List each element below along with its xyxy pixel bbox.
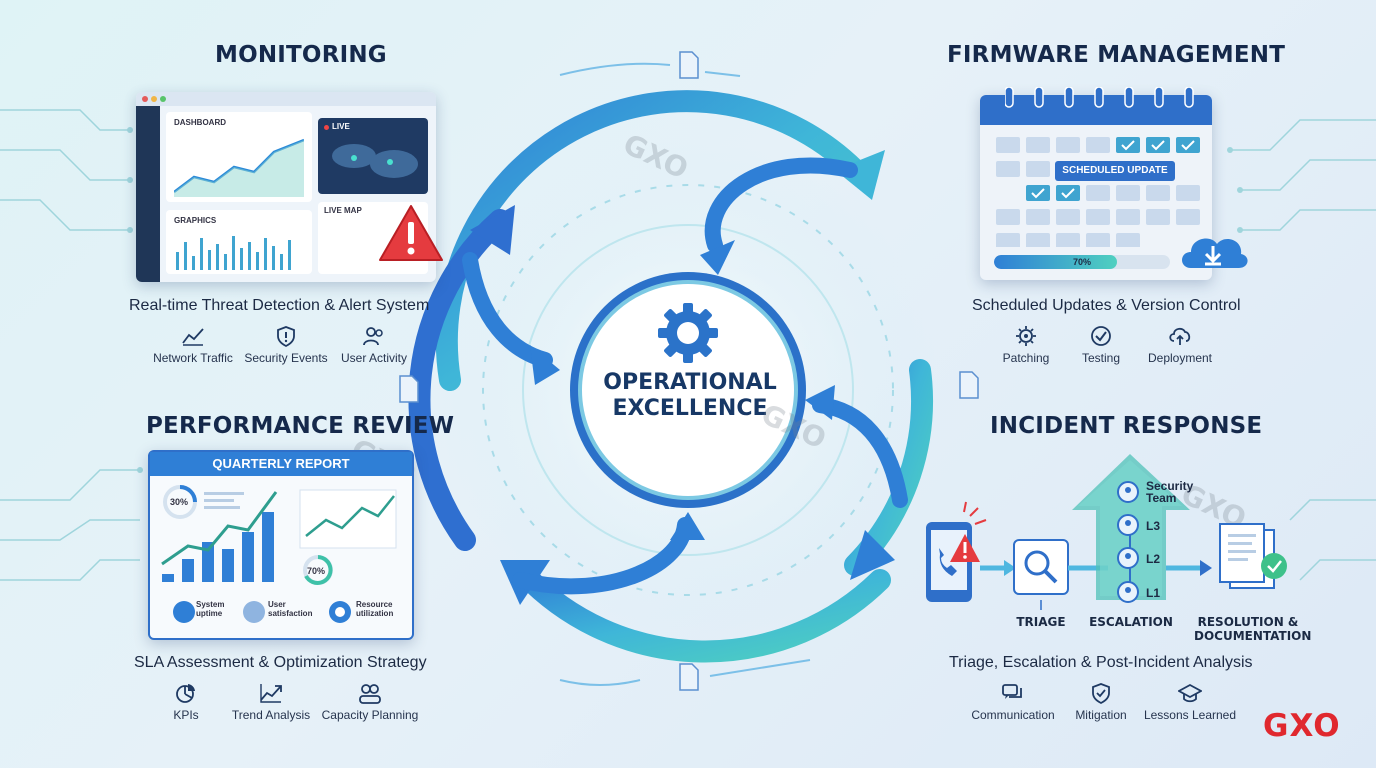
level-l2: L2: [1146, 552, 1161, 566]
arrowhead-top-left: [470, 205, 515, 255]
quarterly-report-panel: QUARTERLY REPORT 30% 70% System uptime U…: [148, 450, 414, 640]
incident-flow: [926, 454, 1287, 610]
arrowhead-top-right: [835, 150, 885, 200]
graphics-label: GRAPHICS: [174, 216, 217, 225]
pie-icon: [176, 684, 195, 703]
gear-icon: [1016, 326, 1036, 346]
chart-icon: [182, 328, 204, 346]
live-map-label: LIVE MAP: [324, 206, 362, 215]
monitoring-dashboard-panel: DASHBOARD LIVE GRAPHICS LIVE MAP: [136, 92, 436, 282]
chip-deployment: Deployment: [1125, 325, 1235, 365]
center-title: OPERATIONAL EXCELLENCE: [603, 370, 777, 421]
alert-triangle-icon: [379, 205, 443, 261]
gauge-30-label: 30%: [170, 497, 189, 507]
shield-check-icon: [1092, 683, 1110, 704]
calendar-grid: [996, 137, 1200, 247]
users-icon: [363, 327, 383, 346]
performance-subtitle: SLA Assessment & Optimization Strategy: [134, 654, 427, 671]
incident-subtitle: Triage, Escalation & Post-Incident Analy…: [949, 654, 1253, 671]
legend-system-uptime: System uptime: [196, 600, 225, 618]
monitoring-subtitle: Real-time Threat Detection & Alert Syste…: [129, 297, 430, 314]
dashed-ring: [482, 184, 894, 596]
chip-testing: Testing: [1046, 325, 1156, 365]
cloud-download-icon: [1182, 238, 1248, 268]
grad-cap-icon: [1178, 683, 1202, 703]
live-map-panel: LIVE: [318, 118, 428, 194]
arrowhead-bottom-right: [850, 530, 895, 580]
performance-title: PERFORMANCE REVIEW: [146, 413, 455, 439]
level-security-team: Security Team: [1146, 479, 1194, 505]
chip-communication: Communication: [958, 682, 1068, 722]
firmware-subtitle: Scheduled Updates & Version Control: [972, 297, 1241, 314]
chip-user-activity: User Activity: [319, 325, 429, 365]
step-triage: TRIAGE: [1016, 615, 1066, 629]
inner-ring: [522, 224, 854, 556]
scheduled-update-badge: SCHEDULED UPDATE: [1055, 161, 1175, 181]
gauge-70-label: 70%: [307, 566, 326, 576]
level-l1: L1: [1146, 586, 1161, 600]
shield-alert-icon: [277, 326, 295, 347]
calendar-rings: [1005, 87, 1194, 108]
chip-capacity-planning: Capacity Planning: [315, 682, 425, 722]
trend-icon: [260, 684, 282, 703]
step-resolution: RESOLUTION & DOCUMENTATION: [1194, 615, 1312, 643]
people-icon: [359, 684, 381, 704]
outer-arc-bottom: [514, 564, 891, 663]
calendar-panel: SCHEDULED UPDATE 70%: [980, 95, 1212, 280]
update-progress-bar: 70%: [994, 255, 1170, 269]
chat-icon: [1002, 684, 1022, 699]
gxo-logo: GXO: [1263, 708, 1341, 744]
monitoring-title: MONITORING: [215, 42, 387, 68]
chip-security-events: Security Events: [231, 325, 341, 365]
chip-patching: Patching: [971, 325, 1081, 365]
chip-lessons-learned: Lessons Learned: [1135, 682, 1245, 722]
level-l3: L3: [1146, 519, 1161, 533]
center-disc: [578, 280, 798, 500]
report-title: QUARTERLY REPORT: [150, 452, 412, 476]
firmware-title: FIRMWARE MANAGEMENT: [947, 42, 1286, 68]
legend-resource-utilization: Resource utilization: [356, 600, 394, 618]
step-escalation: ESCALATION: [1089, 615, 1173, 629]
chip-kpis: KPIs: [131, 682, 241, 722]
chip-network-traffic: Network Traffic: [138, 325, 248, 365]
chip-mitigation: Mitigation: [1046, 682, 1156, 722]
chip-trend-analysis: Trend Analysis: [216, 682, 326, 722]
cloud-upload-icon: [1169, 327, 1191, 345]
incident-title: INCIDENT RESPONSE: [990, 413, 1263, 439]
legend-user-satisfaction: User satisfaction: [268, 600, 313, 618]
gear-icon: [658, 303, 718, 363]
check-circle-icon: [1091, 326, 1111, 346]
dashboard-label: DASHBOARD: [174, 118, 226, 127]
